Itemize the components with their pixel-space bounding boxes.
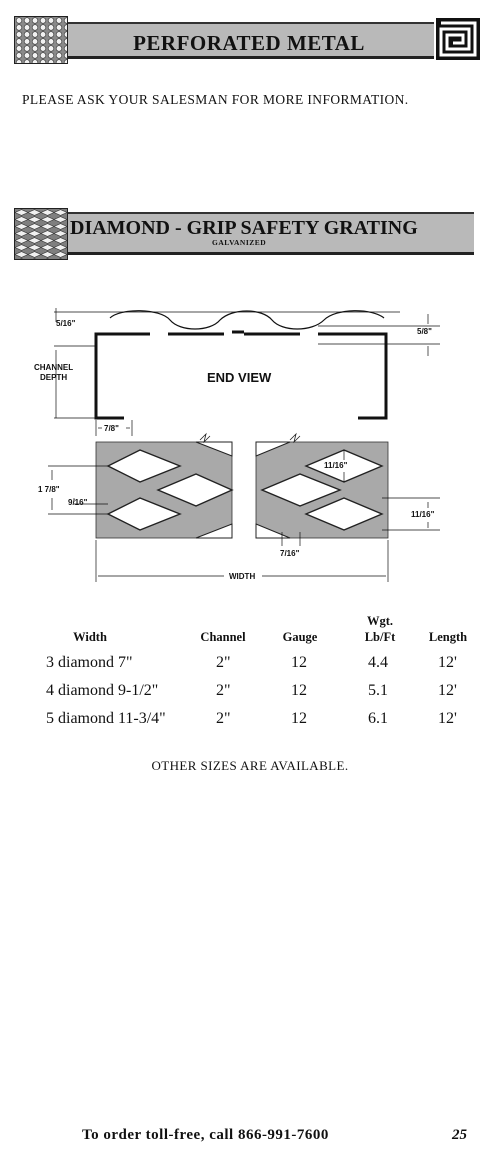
banner-bar: PERFORATED METAL <box>64 22 434 59</box>
cell-width: 3 diamond 7" <box>46 654 133 671</box>
dim-5-8-label: 5/8" <box>417 327 432 336</box>
grating-diagram: 5/16" 5/8" CHANNEL DEPTH END VIEW 7/8" <box>0 300 500 600</box>
cell-channel: 2" <box>216 682 231 699</box>
cell-channel: 2" <box>216 654 231 671</box>
section-title-diamond-grip: DIAMOND - GRIP SAFETY GRATING <box>70 217 418 239</box>
other-sizes-note: OTHER SIZES ARE AVAILABLE. <box>151 758 349 773</box>
width-label: WIDTH <box>229 572 255 581</box>
section-subtitle-galvanized: GALVANIZED <box>212 238 267 247</box>
dim-5-16-label: 5/16" <box>56 319 76 328</box>
table-row: 5 diamond 11-3/4" 2" 12 6.1 12' <box>40 710 480 732</box>
plan-view-right-panel <box>255 432 389 539</box>
diamond-grip-banner: DIAMOND - GRIP SAFETY GRATING GALVANIZED <box>14 208 476 260</box>
cell-weight: 6.1 <box>368 710 388 727</box>
header-width: Width <box>73 630 107 644</box>
header-wgt: Wgt. <box>366 614 394 628</box>
cell-width: 4 diamond 9-1/2" <box>46 682 159 699</box>
dim-7-8-label: 7/8" <box>104 424 119 433</box>
cell-gauge: 12 <box>291 682 307 699</box>
diamond-pattern-icon <box>14 208 68 260</box>
company-logo-icon <box>436 18 480 60</box>
order-phone-text: To order toll-free, call 866-991-7600 <box>82 1127 329 1143</box>
dim-11-16-right-label: 11/16" <box>411 510 435 519</box>
header-length: Length <box>428 630 468 644</box>
cell-width: 5 diamond 11-3/4" <box>46 710 166 727</box>
end-view-label: END VIEW <box>207 370 272 385</box>
dim-11-16-top-label: 11/16" <box>324 461 348 470</box>
table-row: 4 diamond 9-1/2" 2" 12 5.1 12' <box>40 682 480 704</box>
header-channel: Channel <box>200 630 246 644</box>
cell-length: 12' <box>438 682 457 699</box>
table-row: 3 diamond 7" 2" 12 4.4 12' <box>40 654 480 676</box>
section-title-perforated-metal: PERFORATED METAL <box>133 31 365 55</box>
dim-1-7-8-label: 1 7/8" <box>38 485 60 494</box>
plan-view-left-panel <box>95 432 234 539</box>
cell-gauge: 12 <box>291 654 307 671</box>
cell-channel: 2" <box>216 710 231 727</box>
dim-9-16-label: 9/16" <box>68 498 88 507</box>
end-view-profile <box>94 310 388 420</box>
cell-length: 12' <box>438 654 457 671</box>
header-gauge: Gauge <box>282 630 318 644</box>
grating-diagram-svg: 5/16" 5/8" CHANNEL DEPTH END VIEW 7/8" <box>34 308 440 582</box>
dim-7-16-label: 7/16" <box>280 549 300 558</box>
header-lb-ft: Lb/Ft <box>364 630 396 644</box>
perforated-pattern-icon <box>14 16 68 64</box>
info-text: PLEASE ASK YOUR SALESMAN FOR MORE INFORM… <box>22 92 409 107</box>
banner-bar: DIAMOND - GRIP SAFETY GRATING GALVANIZED <box>64 212 474 255</box>
cell-weight: 4.4 <box>368 654 388 671</box>
perforated-metal-banner: PERFORATED METAL <box>14 16 484 64</box>
cell-weight: 5.1 <box>368 682 388 699</box>
channel-depth-label-1: CHANNEL <box>34 363 73 372</box>
channel-depth-label-2: DEPTH <box>40 373 67 382</box>
page-number: 25 <box>452 1127 467 1143</box>
cell-gauge: 12 <box>291 710 307 727</box>
cell-length: 12' <box>438 710 457 727</box>
